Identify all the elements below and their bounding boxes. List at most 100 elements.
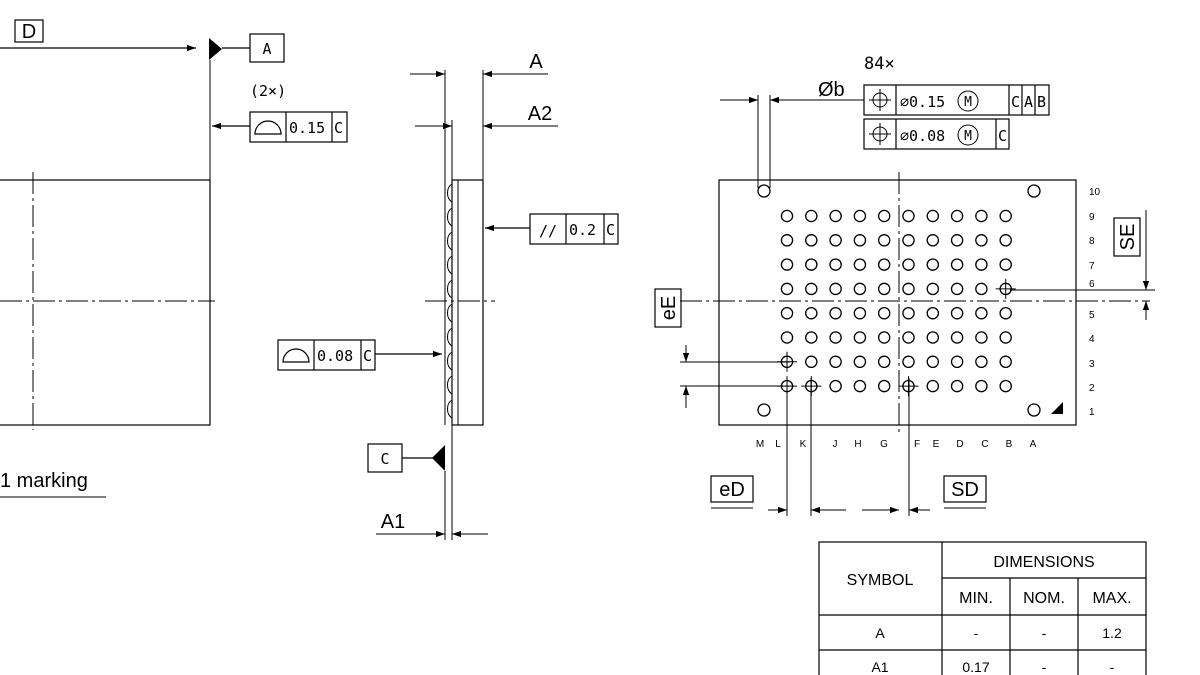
ball-position-fcf-2 — [863, 118, 1010, 150]
column-label: B — [1006, 439, 1013, 450]
fcf2-datum1: C — [998, 127, 1007, 145]
profile2-value: 0.08 — [317, 347, 353, 365]
count-note: (2×) — [250, 82, 286, 100]
top-view: D A (2×) 0.15 C 1 marking — [0, 19, 348, 498]
parallel-fcf-frame — [529, 213, 619, 245]
row-label: 3 — [1089, 359, 1095, 370]
table-row-max: - — [1110, 659, 1115, 675]
solder-ball — [926, 306, 940, 320]
datum-a-label: A — [262, 40, 271, 58]
bottom-view: 84× Øb ⌀0.15 M C A B ⌀0 — [654, 54, 1155, 516]
parallelism-icon: // — [539, 222, 557, 240]
profile-fcf-frame — [249, 111, 348, 143]
pitch-d-box — [710, 475, 754, 503]
pitch-e-box — [654, 288, 682, 328]
solder-ball — [902, 331, 915, 344]
solder-ball — [950, 282, 964, 296]
row-label: 10 — [1089, 187, 1101, 198]
solder-ball — [805, 306, 818, 320]
solder-ball — [829, 306, 842, 320]
solder-ball — [975, 209, 988, 223]
solder-ball — [877, 379, 891, 393]
solder-ball — [999, 355, 1012, 369]
column-label: G — [880, 439, 888, 450]
solder-ball — [926, 234, 940, 247]
solder-ball — [829, 331, 842, 344]
solder-ball — [780, 331, 794, 344]
solder-ball — [829, 234, 842, 247]
solder-ball — [902, 234, 915, 247]
solder-ball — [975, 234, 988, 247]
solder-ball — [805, 258, 818, 271]
solder-ball — [950, 234, 964, 247]
solder-ball — [902, 306, 915, 320]
solder-ball — [829, 355, 842, 369]
pitch-d-label: eD — [719, 479, 745, 501]
profile-value: 0.15 — [289, 119, 325, 137]
side-view: A A2 // 0.2 C 0.08 C C — [277, 51, 619, 540]
ball-array — [777, 209, 1016, 397]
offset-e-label: SE — [1117, 224, 1139, 251]
solder-ball — [926, 379, 940, 393]
solder-ball — [999, 379, 1012, 393]
datum-c-label: C — [380, 450, 389, 468]
solder-ball — [853, 331, 867, 344]
table-row-nom: - — [1042, 625, 1047, 641]
solder-ball — [853, 282, 867, 296]
pin1-indicator — [1051, 402, 1063, 414]
solder-ball — [805, 282, 818, 296]
dim-a2-label: A2 — [528, 103, 552, 125]
table-max-header: MAX. — [1092, 590, 1131, 607]
solder-ball — [975, 258, 988, 271]
solder-ball — [975, 331, 988, 344]
fcf1-modifier: M — [964, 95, 972, 110]
column-label: M — [756, 439, 764, 450]
ball-count: 84× — [864, 54, 895, 74]
package-body-side — [451, 179, 484, 426]
solder-ball — [902, 209, 915, 223]
solder-ball — [853, 355, 867, 369]
datum-a-box — [249, 33, 285, 63]
ball-position-fcf-1 — [863, 84, 1050, 116]
datum-c-triangle — [432, 445, 445, 471]
row-label: 8 — [1089, 236, 1095, 247]
package-body-top — [0, 179, 211, 426]
solder-ball — [926, 258, 940, 271]
row-label: 9 — [1089, 212, 1095, 223]
table-row-min: - — [974, 625, 979, 641]
surface-profile-icon-2 — [282, 348, 310, 363]
fcf1-modifier-circle — [957, 90, 979, 112]
table-dimensions-header: DIMENSIONS — [993, 554, 1094, 571]
position-icon-2 — [869, 123, 891, 145]
solder-ball — [780, 234, 794, 247]
solder-ball — [999, 209, 1012, 223]
solder-ball — [780, 306, 794, 320]
fcf1-datum3: B — [1037, 93, 1046, 111]
side-solder-balls — [447, 183, 453, 419]
solder-ball — [999, 331, 1012, 344]
column-label: J — [833, 439, 838, 450]
fcf1-datum2: A — [1024, 93, 1033, 111]
solder-ball — [780, 282, 794, 296]
solder-ball — [926, 355, 940, 369]
row-label: 7 — [1089, 261, 1095, 272]
solder-ball — [877, 234, 891, 247]
solder-ball — [926, 331, 940, 344]
solder-ball — [902, 282, 915, 296]
column-label: D — [956, 439, 963, 450]
solder-ball — [975, 282, 988, 296]
solder-ball — [950, 209, 964, 223]
solder-ball — [829, 209, 842, 223]
solder-ball — [853, 258, 867, 271]
dim-a-label: A — [529, 51, 543, 73]
solder-ball — [780, 209, 794, 223]
solder-ball — [877, 331, 891, 344]
solder-ball — [999, 306, 1012, 320]
table-row-nom: - — [1042, 659, 1047, 675]
column-label: C — [981, 439, 988, 450]
pitch-e-label: eE — [658, 296, 680, 320]
offset-d-box — [943, 475, 987, 503]
solder-ball — [853, 379, 867, 393]
corner-ball — [757, 184, 771, 198]
